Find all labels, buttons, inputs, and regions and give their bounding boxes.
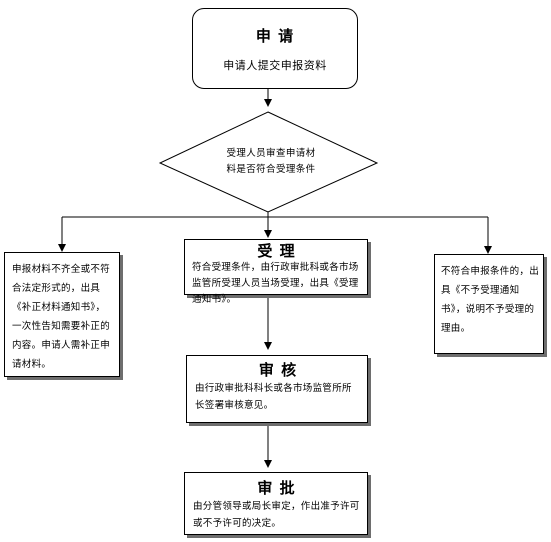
accept-box: 受 理 符合受理条件，由行政审批科或各市场监管所受理人员当场受理，出具《受理通知… [184, 239, 368, 305]
apply-title: 申 请 [255, 27, 295, 45]
apply-box: 申 请 申请人提交申报资料 [192, 8, 358, 89]
accept-title: 受 理 [257, 242, 296, 260]
reject-box: 不符合申报条件的，出具《不予受理通知书》，说明不予受理的理由。 [434, 254, 544, 354]
review-line-2: 料是否符合受理条件 [226, 164, 316, 175]
review-line-1: 受理人员审查申请材 [226, 148, 316, 159]
approve-title: 审 批 [257, 479, 296, 497]
accept-desc: 符合受理条件，由行政审批科或各市场监管所受理人员当场受理，出具《受理通知书》。 [192, 262, 359, 305]
approve-box: 审 批 由分管领导或局长审定，作出准予许可或不予许可的决定。 [184, 472, 368, 535]
reject-text: 不符合申报条件的，出具《不予受理通知书》，说明不予受理的理由。 [441, 266, 540, 334]
audit-box: 审 核 由行政审批科科长或各市场监管所所长签署审核意见。 [186, 355, 368, 423]
incomplete-box: 申报材料不齐全或不符合法定形式的，出具《补正材料通知书》，一次性告知需要补正的内… [4, 252, 120, 377]
review-text: 受理人员审查申请材 料是否符合受理条件 [196, 146, 346, 178]
incomplete-text: 申报材料不齐全或不符合法定形式的，出具《补正材料通知书》，一次性告知需要补正的内… [12, 264, 111, 370]
apply-desc: 申请人提交申报资料 [223, 59, 327, 72]
audit-title: 审 核 [258, 361, 298, 379]
audit-desc: 由行政审批科科长或各市场监管所所长签署审核意见。 [195, 383, 352, 411]
approve-desc: 由分管领导或局长审定，作出准予许可或不予许可的决定。 [193, 501, 360, 529]
